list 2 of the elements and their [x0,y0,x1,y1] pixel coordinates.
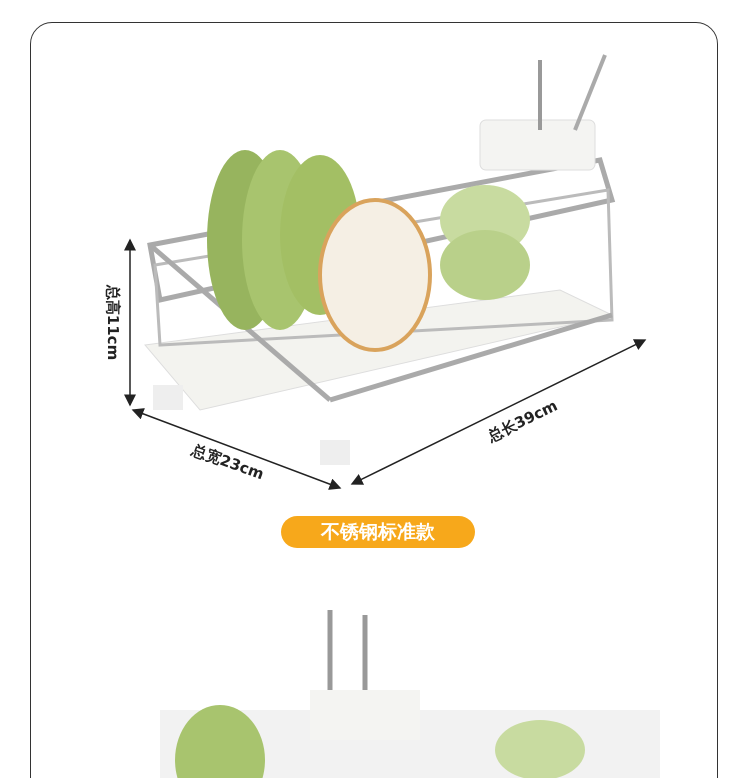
version-tag: 不锈钢标准款 [281,516,475,548]
dimension-label: 总高11cm [103,284,122,360]
